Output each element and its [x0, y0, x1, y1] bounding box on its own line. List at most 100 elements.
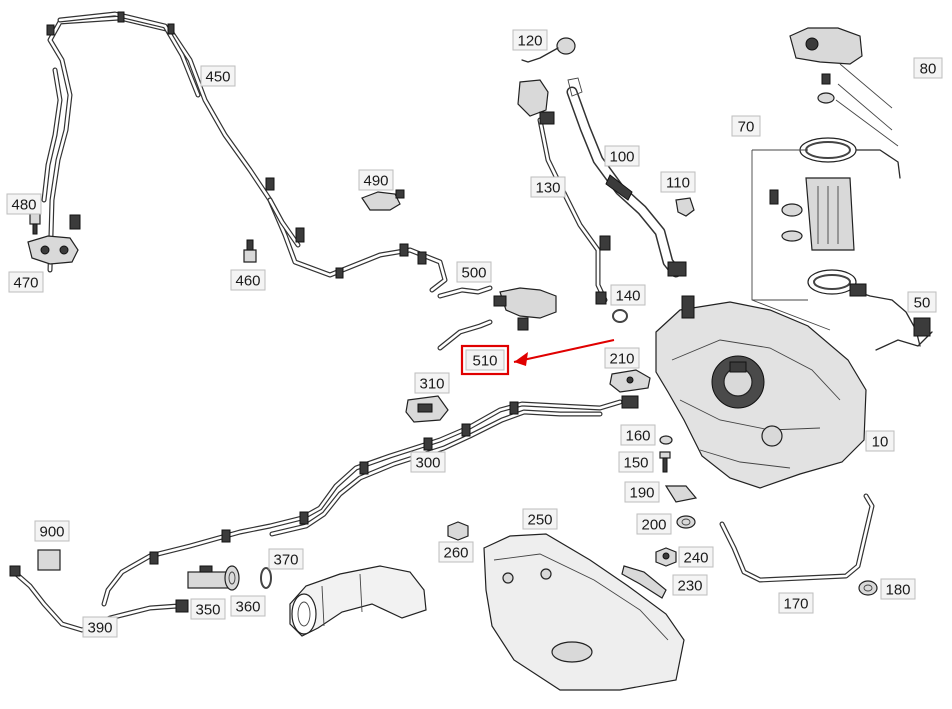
callout-100[interactable]: 100 — [604, 145, 640, 167]
callout-80[interactable]: 80 — [913, 57, 943, 79]
fuel-pump-350[interactable] — [187, 565, 229, 589]
fuel-line-450[interactable] — [41, 11, 448, 293]
callout-310[interactable]: 310 — [414, 372, 450, 394]
fuel-tank-10[interactable] — [655, 295, 867, 489]
callout-box — [230, 595, 266, 617]
callout-150[interactable]: 150 — [618, 451, 654, 473]
callout-number: 170 — [783, 596, 808, 613]
seal-ring-140[interactable] — [612, 309, 628, 323]
bolt-150[interactable] — [659, 451, 671, 473]
callout-510[interactable]: 510 — [465, 349, 505, 371]
tank-strap-170[interactable] — [719, 493, 875, 583]
callout-390[interactable]: 390 — [82, 616, 118, 638]
callout-box — [604, 347, 640, 369]
cap-120[interactable] — [521, 37, 576, 63]
nut-240[interactable] — [655, 547, 677, 567]
highlight-box — [460, 344, 510, 376]
callout-230[interactable]: 230 — [672, 574, 708, 596]
callout-250[interactable]: 250 — [522, 508, 558, 530]
filler-pipe[interactable] — [289, 565, 427, 637]
heat-shield-250[interactable] — [483, 533, 685, 691]
callout-box — [268, 548, 304, 570]
callout-box — [522, 508, 558, 530]
callout-360[interactable]: 360 — [230, 595, 266, 617]
nut-260[interactable] — [447, 521, 469, 541]
callout-300[interactable]: 300 — [410, 451, 446, 473]
callout-490[interactable]: 490 — [358, 169, 394, 191]
callout-box — [82, 616, 118, 638]
hose-500[interactable] — [437, 285, 557, 331]
callout-number: 110 — [666, 175, 690, 192]
callout-box — [880, 578, 916, 600]
callout-box — [438, 541, 474, 563]
callout-box — [660, 171, 696, 193]
callout-480[interactable]: 480 — [6, 193, 42, 215]
clip-460[interactable] — [243, 239, 257, 263]
harness-50[interactable] — [849, 283, 933, 351]
callout-110[interactable]: 110 — [660, 171, 696, 193]
callout-130[interactable]: 130 — [530, 176, 566, 198]
callout-number: 370 — [273, 552, 298, 569]
seal-360[interactable] — [224, 565, 240, 591]
callout-70[interactable]: 70 — [731, 115, 761, 137]
callout-number: 360 — [235, 599, 260, 616]
callout-140[interactable]: 140 — [610, 284, 646, 306]
callout-200[interactable]: 200 — [636, 513, 672, 535]
callout-460[interactable]: 460 — [230, 269, 266, 291]
callout-number: 180 — [885, 582, 910, 599]
callout-900[interactable]: 900 — [34, 520, 70, 542]
callout-number: 310 — [419, 376, 444, 393]
callout-350[interactable]: 350 — [190, 598, 226, 620]
callout-450[interactable]: 450 — [200, 65, 236, 87]
fuel-pump-module-80[interactable] — [789, 27, 899, 147]
ring-370[interactable] — [260, 567, 272, 589]
callout-370[interactable]: 370 — [268, 548, 304, 570]
lock-ring-70[interactable] — [751, 137, 901, 331]
callout-number: 240 — [683, 550, 708, 567]
callout-box — [410, 451, 446, 473]
bracket-470[interactable] — [27, 235, 79, 265]
callout-50[interactable]: 50 — [907, 291, 937, 313]
callout-190[interactable]: 190 — [624, 481, 660, 503]
bracket-310[interactable] — [405, 395, 449, 423]
callout-210[interactable]: 210 — [604, 347, 640, 369]
bracket-230[interactable] — [621, 565, 667, 599]
callout-number: 80 — [920, 61, 937, 78]
clamp-110[interactable] — [675, 197, 695, 217]
callout-180[interactable]: 180 — [880, 578, 916, 600]
callout-number: 160 — [625, 428, 650, 445]
callout-260[interactable]: 260 — [438, 541, 474, 563]
callout-number: 120 — [517, 33, 542, 50]
callout-160[interactable]: 160 — [620, 424, 656, 446]
washer-160[interactable] — [659, 435, 673, 445]
clip-490[interactable] — [361, 189, 405, 211]
nut-180[interactable] — [858, 580, 878, 596]
callout-number: 100 — [609, 149, 634, 166]
callout-470[interactable]: 470 — [8, 271, 44, 293]
callout-box — [34, 520, 70, 542]
callout-120[interactable]: 120 — [512, 29, 548, 51]
nut-200[interactable] — [676, 515, 696, 529]
filler-neck-100[interactable] — [566, 77, 687, 278]
clip-190[interactable] — [664, 485, 698, 503]
highlight-arrow — [513, 339, 615, 363]
callout-number: 260 — [443, 545, 468, 562]
clip-900[interactable] — [37, 549, 61, 571]
callout-500[interactable]: 500 — [456, 261, 492, 283]
breather-130[interactable] — [517, 79, 611, 305]
callout-box — [8, 271, 44, 293]
callout-170[interactable]: 170 — [778, 592, 814, 614]
hose-510[interactable] — [437, 319, 493, 351]
bracket-210[interactable] — [609, 369, 651, 393]
callout-box — [610, 284, 646, 306]
callout-number: 900 — [39, 524, 64, 541]
callout-number: 140 — [615, 288, 640, 305]
callout-10[interactable]: 10 — [865, 430, 895, 452]
fuel-line-390[interactable] — [9, 565, 189, 633]
callout-number: 130 — [535, 180, 560, 197]
bolt-480[interactable] — [29, 211, 41, 235]
callout-number: 250 — [527, 512, 552, 529]
callout-box — [414, 372, 450, 394]
callout-box — [678, 546, 714, 568]
callout-240[interactable]: 240 — [678, 546, 714, 568]
